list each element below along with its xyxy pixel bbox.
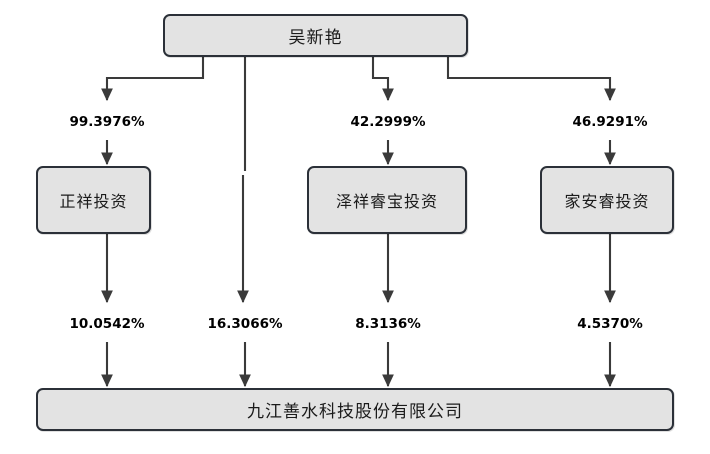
pct-intermediate-2-to-company: 4.5370% xyxy=(577,316,643,332)
pct-root-to-intermediate-0: 99.3976% xyxy=(69,114,145,130)
node-root-person-label: 吴新艳 xyxy=(288,28,343,48)
node-intermediate-jiaanrui[interactable]: 家安睿投资 xyxy=(540,166,674,234)
pct-intermediate-1-to-company: 8.3136% xyxy=(355,316,421,332)
edge-root-to-branch-1 xyxy=(101,57,205,102)
node-company-label: 九江善水科技股份有限公司 xyxy=(247,402,463,422)
node-intermediate-zexiangruibao[interactable]: 泽祥睿宝投资 xyxy=(307,166,467,234)
pct-root-to-intermediate-1: 42.2999% xyxy=(350,114,426,130)
node-company[interactable]: 九江善水科技股份有限公司 xyxy=(36,388,674,431)
node-intermediate-zhengxiang-label: 正祥投资 xyxy=(59,192,128,211)
node-root-person[interactable]: 吴新艳 xyxy=(163,14,468,57)
pct-root-to-intermediate-2: 46.9291% xyxy=(572,114,648,130)
pct-intermediate-0-to-company: 10.0542% xyxy=(69,316,145,332)
node-intermediate-zexiangruibao-label: 泽祥睿宝投资 xyxy=(335,192,438,211)
pct-root-direct-to-company: 16.3066% xyxy=(207,316,283,332)
node-intermediate-jiaanrui-label: 家安睿投资 xyxy=(564,192,650,211)
edge-root-to-branch-2 xyxy=(371,57,394,102)
node-intermediate-zhengxiang[interactable]: 正祥投资 xyxy=(36,166,151,234)
edge-root-to-branch-3 xyxy=(446,57,616,102)
